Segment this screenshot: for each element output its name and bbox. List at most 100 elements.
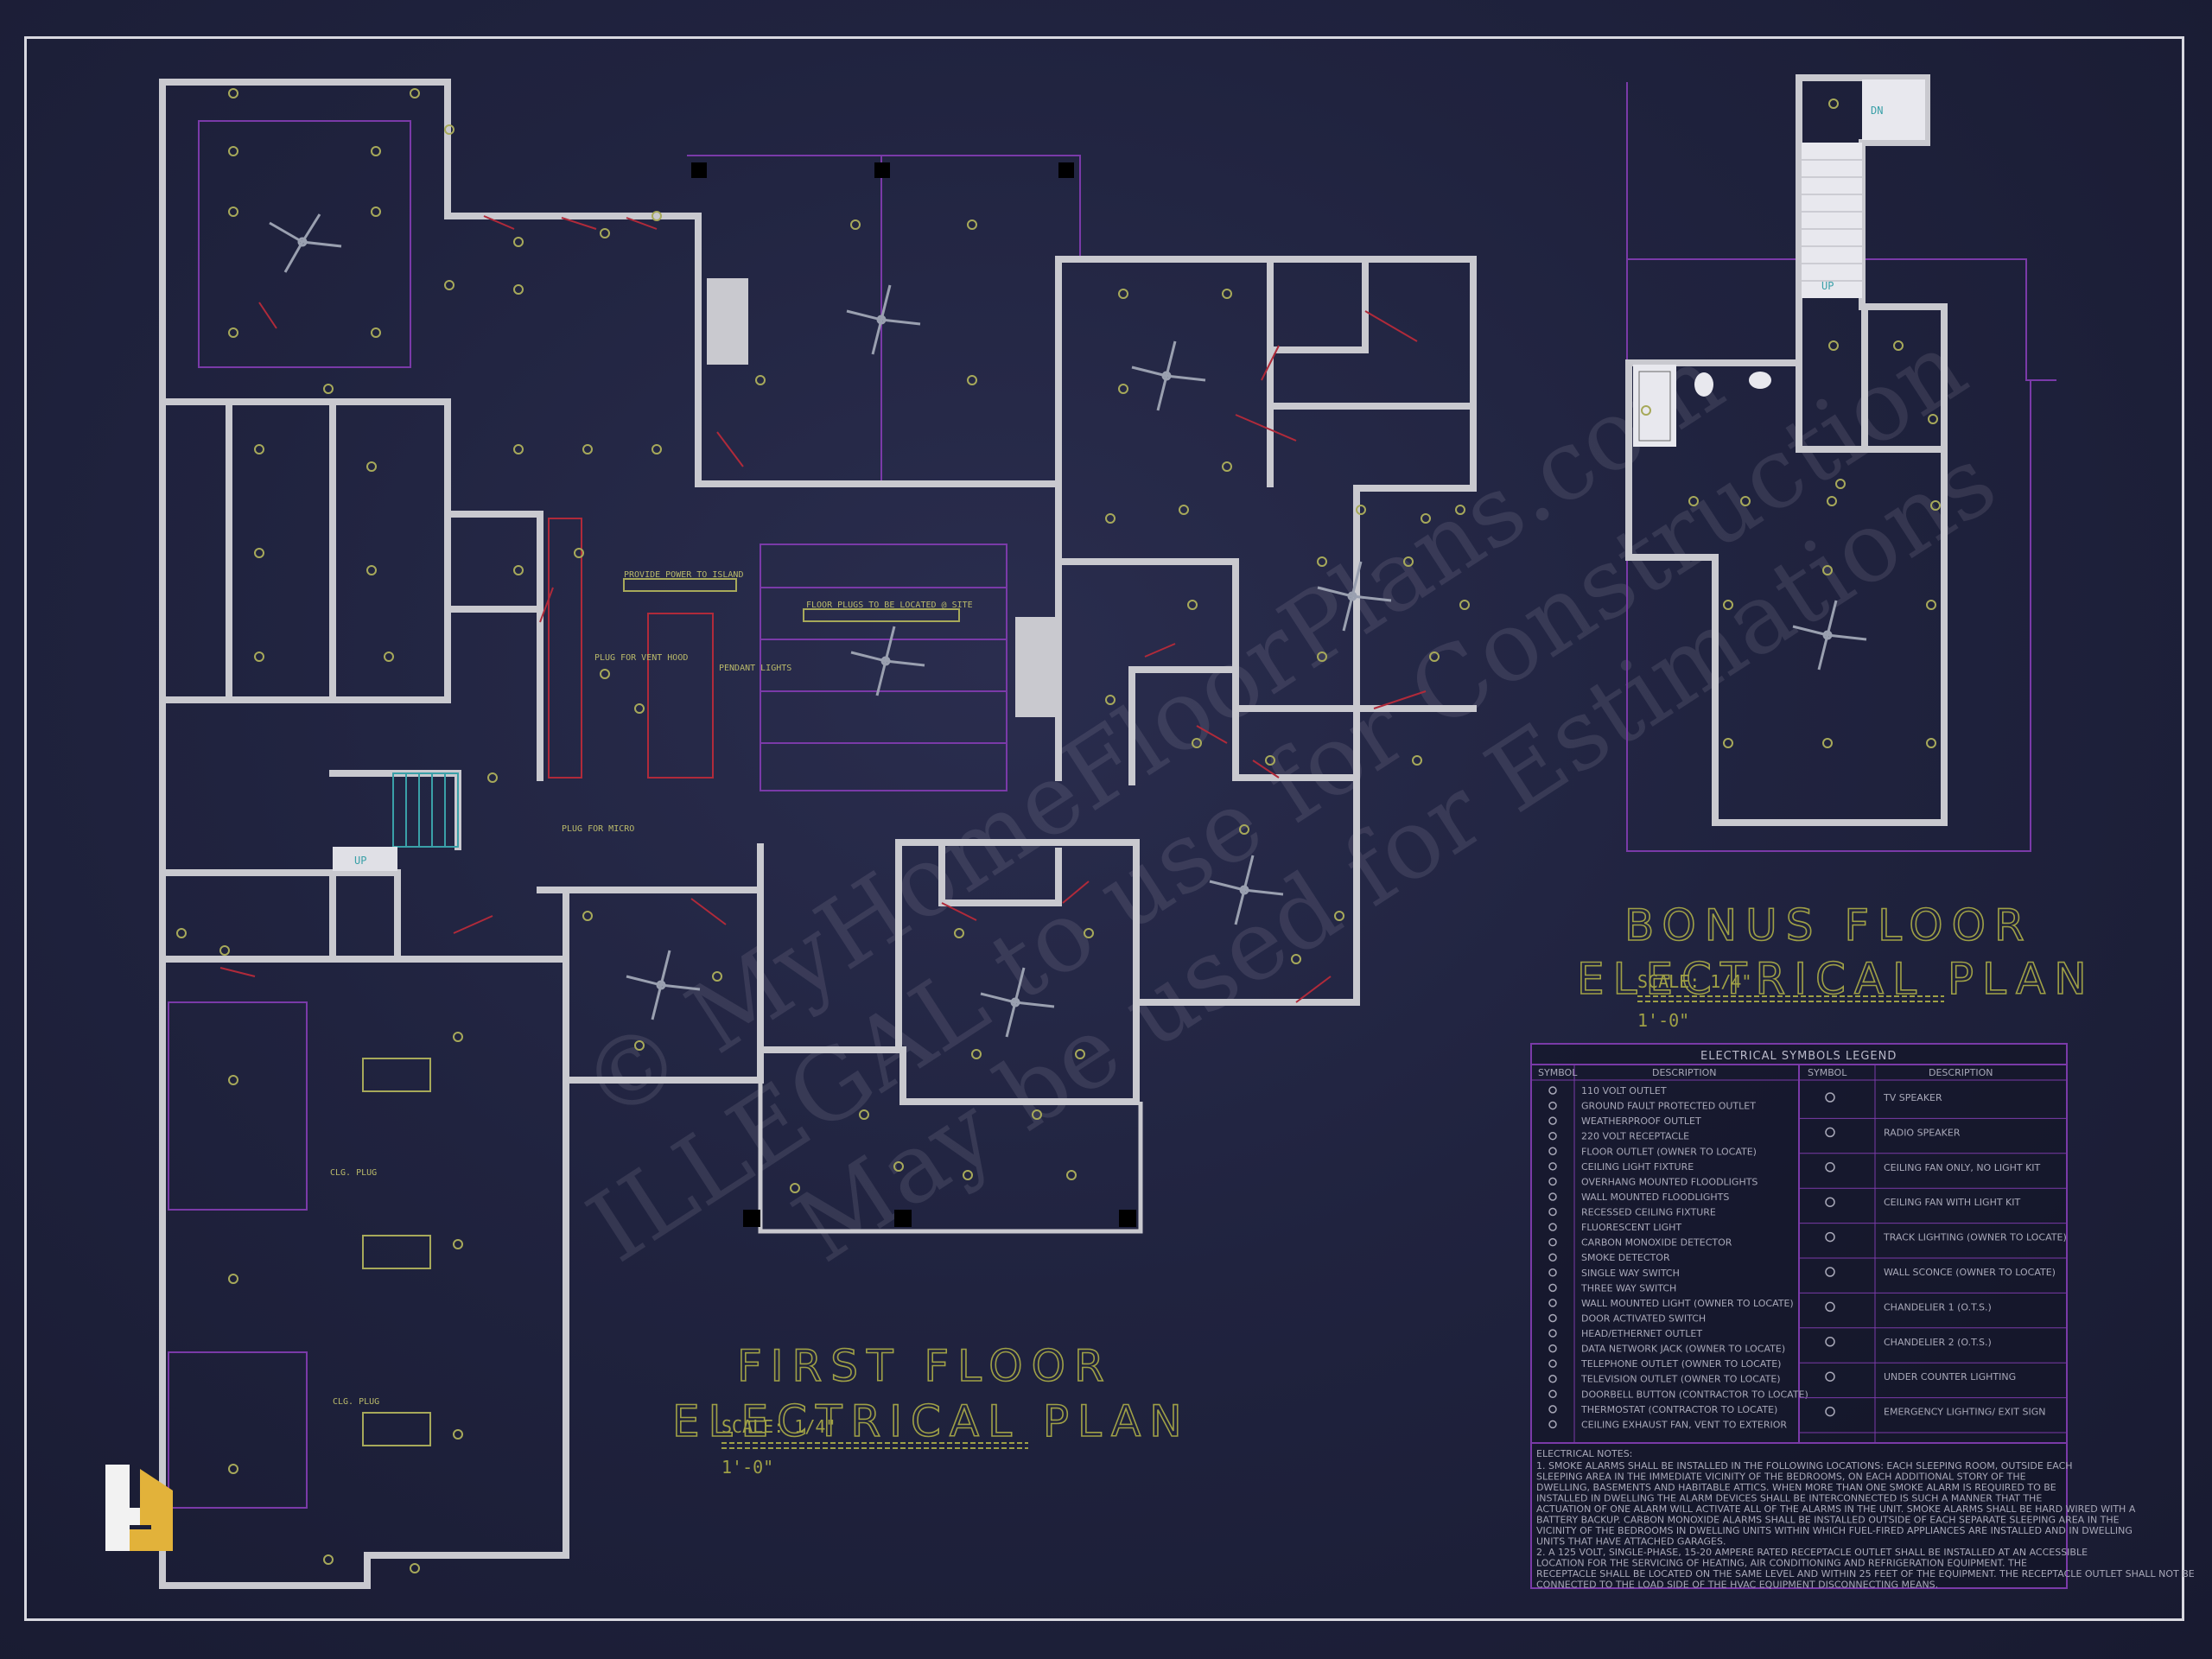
- legend-item-label: DOORBELL BUTTON (CONTRACTOR TO LOCATE): [1581, 1389, 1808, 1400]
- legend-symbol-icon: [1548, 1162, 1557, 1171]
- recessed-light-icon: [712, 971, 722, 982]
- legend-item-label: CEILING EXHAUST FAN, VENT TO EXTERIOR: [1581, 1419, 1787, 1430]
- recessed-light-icon: [228, 207, 238, 217]
- recessed-light-icon: [228, 1464, 238, 1474]
- legend-symbol-icon: [1548, 1192, 1557, 1201]
- sheet-border: [24, 36, 2184, 1621]
- legend-symbol-icon: [1825, 1092, 1835, 1103]
- legend-item-label: RADIO SPEAKER: [1884, 1127, 1961, 1138]
- garage-ceiling-outline: [198, 120, 411, 368]
- stair-up-bonus-label: UP: [1821, 280, 1834, 292]
- brand-logo-icon: [105, 1465, 173, 1551]
- recessed-light-icon: [600, 669, 610, 679]
- recessed-light-icon: [1828, 99, 1839, 109]
- recessed-light-icon: [1187, 600, 1198, 610]
- note-line: ACTUATION OF ONE ALARM WILL ACTIVATE ALL…: [1536, 1503, 2136, 1515]
- note-clg-plug-1: CLG. PLUG: [330, 1168, 377, 1178]
- toilet-icon: [1694, 372, 1713, 397]
- door-swing: [1144, 643, 1427, 779]
- recessed-light-icon: [371, 146, 381, 156]
- ceiling-fan-icon: [846, 284, 921, 355]
- legend-symbol-icon: [1548, 1086, 1557, 1095]
- recessed-light-icon: [954, 928, 964, 938]
- interior-wall: [329, 770, 461, 850]
- legend-symbol-icon: [1548, 1237, 1557, 1247]
- legend-item-label: TV SPEAKER: [1883, 1092, 1942, 1103]
- roof-line: [1626, 82, 2056, 381]
- interior-wall: [159, 398, 451, 703]
- fireplace-icon: [707, 278, 748, 365]
- recessed-light-icon: [634, 1040, 645, 1051]
- first-floor-title-line-1: FIRST FLOOR: [737, 1341, 1113, 1391]
- garage-light-box: [362, 1058, 431, 1092]
- stair-landing: [1862, 79, 1925, 140]
- recessed-light-icon: [574, 548, 584, 558]
- recessed-light-icon: [1192, 738, 1202, 748]
- legend-symbol-icon: [1548, 1223, 1557, 1231]
- legend-item-label: 110 VOLT OUTLET: [1581, 1085, 1667, 1096]
- door-swing: [716, 310, 1418, 467]
- stair-icon: [392, 772, 459, 848]
- legend-symbol-icon: [1548, 1329, 1557, 1338]
- recessed-light-icon: [1926, 600, 1936, 610]
- bonus-stair-icon: [1802, 143, 1862, 298]
- legend-symbol-icon: [1548, 1405, 1557, 1414]
- interior-wall: [938, 839, 1062, 906]
- legend-symbol-icon: [1548, 1253, 1557, 1262]
- recessed-light-icon: [1075, 1049, 1085, 1059]
- note-clg-plug-2: CLG. PLUG: [333, 1397, 379, 1407]
- legend-item-label: 220 VOLT RECEPTACLE: [1581, 1131, 1689, 1142]
- garage-light-box: [362, 1412, 431, 1446]
- interior-wall: [895, 839, 1140, 1105]
- recessed-light-icon: [967, 375, 977, 385]
- kitchen-island: [647, 613, 714, 779]
- bonus-floor-scale-2: 1'-0": [1637, 1010, 1689, 1031]
- recessed-light-icon: [176, 928, 187, 938]
- recessed-light-icon: [1105, 513, 1116, 524]
- recessed-light-icon: [453, 1429, 463, 1440]
- recessed-light-icon: [487, 772, 498, 783]
- legend-symbol-icon: [1548, 1116, 1557, 1125]
- recessed-light-icon: [1688, 496, 1699, 506]
- first-floor-scale: SCALE: 1/4": [721, 1416, 836, 1437]
- legend-col-symbol-left: SYMBOL: [1538, 1067, 1578, 1078]
- recessed-light-icon: [971, 1049, 982, 1059]
- notes-heading: ELECTRICAL NOTES:: [1536, 1448, 1632, 1459]
- bonus-recessed-lights-group: [1641, 99, 1941, 748]
- legend-item-label: CHANDELIER 2 (O.T.S.): [1884, 1337, 1992, 1348]
- legend-item-label: CEILING FAN WITH LIGHT KIT: [1884, 1197, 2021, 1208]
- legend-item-label: CHANDELIER 1 (O.T.S.): [1884, 1301, 1992, 1313]
- recessed-light-icon: [1265, 755, 1275, 766]
- bonus-floor-scale: SCALE: 1/4": [1637, 971, 1751, 992]
- recessed-light-icon: [850, 219, 861, 230]
- legend-symbol-icon: [1825, 1162, 1835, 1173]
- legend-item-label: SINGLE WAY SWITCH: [1581, 1268, 1680, 1279]
- recessed-light-icon: [582, 911, 593, 921]
- bathtub-icon: [1633, 365, 1676, 447]
- recessed-light-icon: [600, 228, 610, 238]
- legend-symbol-icon: [1825, 1127, 1835, 1138]
- legend-frame: [1530, 1043, 2068, 1589]
- garage-light-box: [362, 1235, 431, 1269]
- note-line: DWELLING, BASEMENTS AND HABITABLE ATTICS…: [1536, 1482, 2056, 1493]
- recessed-light-icon: [1827, 496, 1837, 506]
- door-swing: [690, 880, 1332, 1003]
- ceiling-fan-icon: [269, 213, 342, 273]
- legend-item-label: TRACK LIGHTING (OWNER TO LOCATE): [1883, 1232, 2067, 1243]
- legend-item-label: DATA NETWORK JACK (OWNER TO LOCATE): [1581, 1344, 1785, 1355]
- legend-item-label: FLUORESCENT LIGHT: [1581, 1222, 1681, 1233]
- recessed-light-icon: [1455, 505, 1465, 515]
- note-line: 2. A 125 VOLT, SINGLE-PHASE, 15-20 AMPER…: [1536, 1547, 2088, 1558]
- note-line: SLEEPING AREA IN THE IMMEDIATE VICINITY …: [1536, 1471, 2026, 1483]
- recessed-light-icon: [228, 1075, 238, 1085]
- recessed-light-icon: [1421, 513, 1431, 524]
- legend-symbol-icon: [1825, 1197, 1835, 1207]
- note-box: [803, 608, 960, 622]
- electrical-symbols-legend: ELECTRICAL SYMBOLS LEGEND SYMBOL DESCRIP…: [1530, 1043, 2195, 1591]
- legend-item-label: CEILING LIGHT FIXTURE: [1581, 1161, 1694, 1173]
- legend-item-label: CARBON MONOXIDE DETECTOR: [1581, 1237, 1732, 1249]
- recessed-light-icon: [1032, 1109, 1042, 1120]
- bonus-floor-title-line-1: BONUS FLOOR: [1624, 900, 2033, 950]
- overhang-line: [687, 155, 1081, 259]
- recessed-light-icon: [228, 146, 238, 156]
